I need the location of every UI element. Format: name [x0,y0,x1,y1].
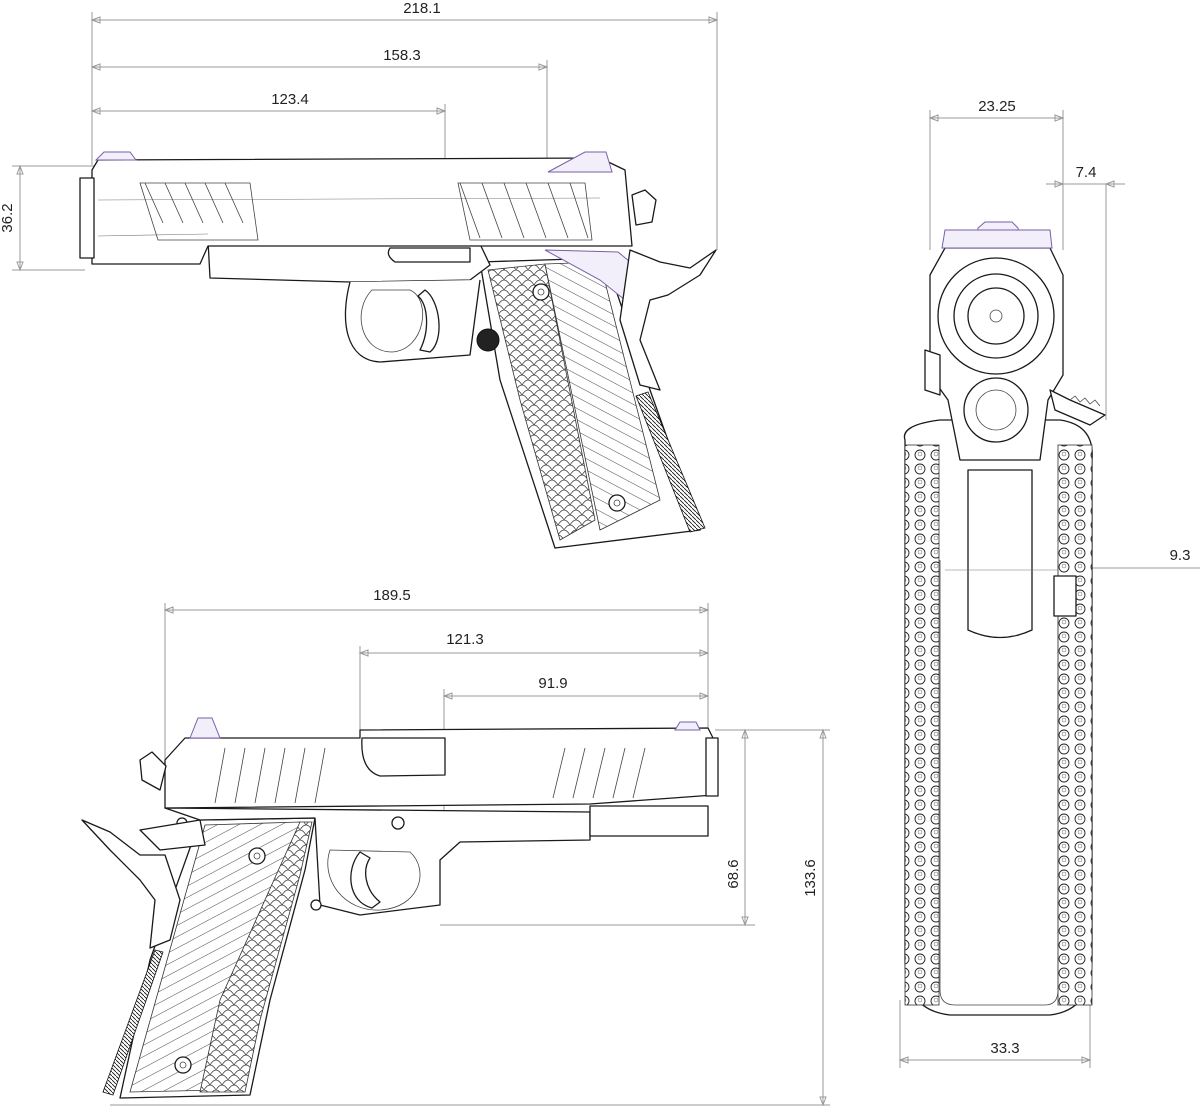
rear-sight [547,151,613,173]
grip-left-texture [904,444,940,1006]
front-sight-left [674,721,701,731]
trigger-guard-front [967,469,1033,639]
dim-ejection-to-muzzle: 121.3 [446,631,484,648]
ejection-port [361,737,446,777]
dim-slide-release-offset: 9.3 [1170,547,1191,564]
rear-sight-left [189,717,221,739]
ambi-safety-front [1049,389,1106,426]
magazine-release [476,328,500,352]
grip-safety-beavertail [619,249,717,391]
grip-screw-bottom-left [174,1056,192,1074]
grip-screw-top-left [248,847,266,865]
slide-release-front [1053,575,1077,617]
left-safety-front [924,349,941,396]
frame-pin [391,816,405,830]
dim-slide-width: 23.25 [978,98,1016,115]
dim-front-to-ejection: 123.4 [271,91,309,108]
grip-screw-top [532,283,550,301]
muzzle-bushing [705,737,719,797]
barrel-bushing [79,177,95,259]
recoil-spring-plug [963,377,1029,443]
mainspring-checkering [635,391,706,533]
pistol-side-view-muzzle-right: 189.5 121.3 91.9 68.6 133.6 [81,587,830,1107]
hammer [631,189,657,226]
grip-safety-left [81,819,181,949]
dim-grip-width: 33.3 [990,1040,1019,1057]
slide-stop [387,247,471,263]
mainspring-checkering-left [102,949,164,1096]
rear-slide-serrations [457,182,593,241]
grip-screw-bottom [608,494,626,512]
grip-right-texture [1057,444,1093,1006]
dimension-lines-top [12,12,719,272]
front-slide-serrations-left [552,747,646,799]
rear-slide-serrations-left [214,747,326,804]
trigger-guard [344,279,481,363]
rear-sight-front-view [941,229,1053,249]
grip-scale-texture-left [199,821,313,1093]
dim-overall-length: 218.1 [403,0,441,17]
pistol-front-view: 23.25 7.4 9.3 33.3 [898,98,1200,1068]
hammer-left [139,751,167,791]
trigger [417,289,440,353]
dimension-lines-front [898,110,1200,1068]
dim-slide-height: 36.2 [0,203,16,232]
grip-scale-texture [487,263,596,541]
thumb-safety-left [139,819,206,851]
front-sight [94,151,137,161]
dim-frame-height: 68.6 [725,859,742,888]
pistol-side-view-muzzle-left: 218.1 158.3 123.4 36.2 [0,0,719,549]
dim-overall-height: 133.6 [802,859,819,897]
slide [91,157,633,265]
dim-slide-to-trigger: 158.3 [383,47,421,64]
dimension-lines-bottom [110,603,830,1107]
dust-cover [589,805,709,837]
muzzle-bore [967,287,1025,345]
slide-stop-pin [310,899,322,911]
front-slide-serrations [139,182,259,241]
dim-safety-offset: 7.4 [1076,164,1097,181]
dim-grip-to-muzzle: 189.5 [373,587,411,604]
dim-frame-to-muzzle: 91.9 [538,675,567,692]
trigger-left [350,851,381,909]
